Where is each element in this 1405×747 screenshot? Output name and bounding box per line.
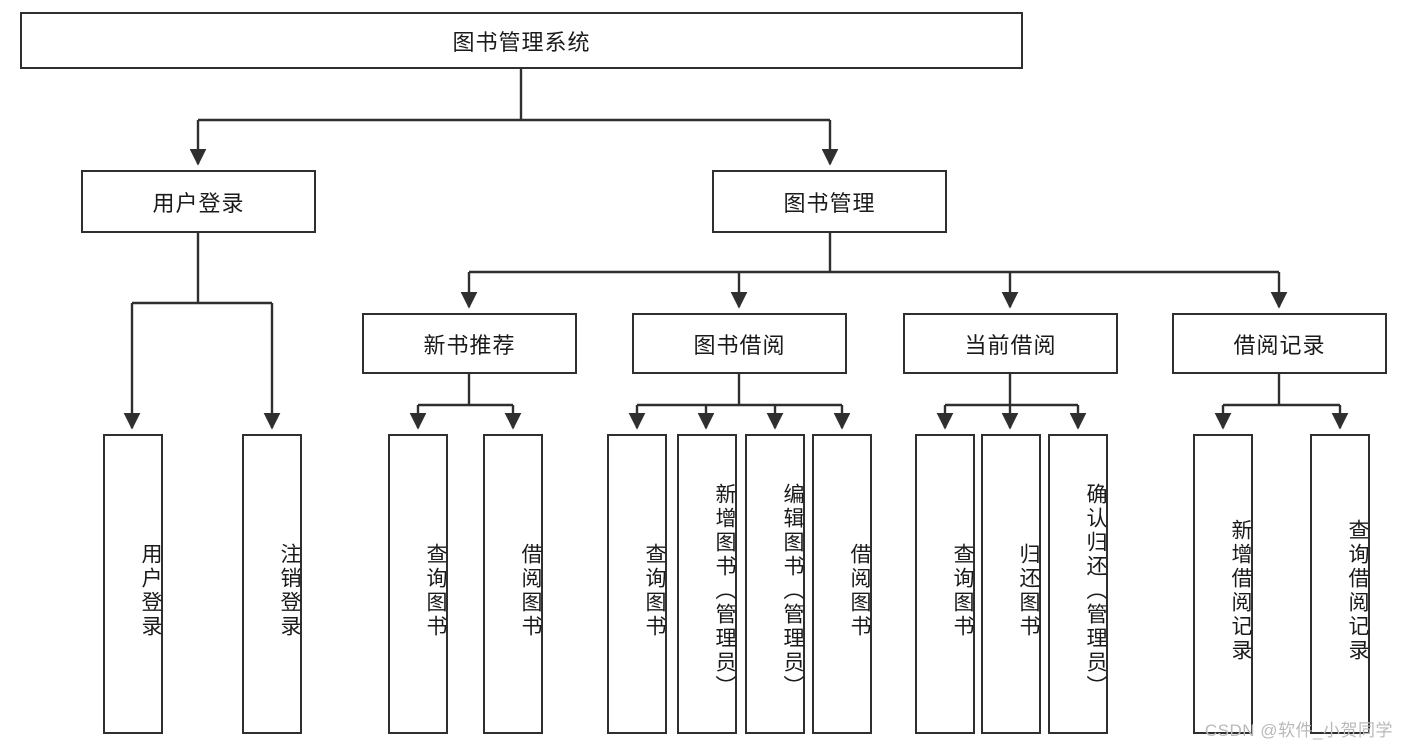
watermark-csdn: CSDN @软件_小贺同学 — [1204, 721, 1393, 740]
leaf-book-borrow-edit-book-admin[interactable]: 编辑图书（管理员） — [745, 434, 805, 734]
node-book-borrow[interactable]: 图书借阅 — [632, 313, 847, 374]
node-label: 编辑图书（管理员） — [781, 483, 804, 699]
node-label: 新增图书（管理员） — [713, 483, 736, 699]
leaf-borrow-record-query-record[interactable]: 查询借阅记录 — [1310, 434, 1370, 734]
node-current-borrow[interactable]: 当前借阅 — [903, 313, 1118, 374]
node-label: 图书借阅 — [693, 332, 786, 358]
leaf-book-borrow-add-book-admin[interactable]: 新增图书（管理员） — [677, 434, 737, 734]
leaf-current-borrow-query-books[interactable]: 查询图书 — [915, 434, 975, 734]
node-label: 新增借阅记录 — [1229, 519, 1252, 663]
node-label: 查询图书 — [424, 543, 447, 639]
node-label: 归还图书 — [1017, 543, 1040, 639]
node-label: 查询借阅记录 — [1346, 519, 1369, 663]
leaf-new-book-borrow-books[interactable]: 借阅图书 — [483, 434, 543, 734]
node-label: 借阅图书 — [848, 543, 871, 639]
node-book-management[interactable]: 图书管理 — [712, 170, 947, 233]
node-label: 注销登录 — [278, 543, 301, 639]
node-label: 用户登录 — [139, 543, 162, 639]
node-label: 借阅记录 — [1233, 332, 1326, 358]
leaf-book-borrow-borrow-books[interactable]: 借阅图书 — [812, 434, 872, 734]
node-label: 借阅图书 — [519, 543, 542, 639]
node-label: 图书管理 — [783, 190, 876, 216]
node-label: 确认归还（管理员） — [1084, 483, 1107, 699]
node-label: 当前借阅 — [964, 332, 1057, 358]
leaf-book-borrow-query-books[interactable]: 查询图书 — [607, 434, 667, 734]
leaf-user-login-logout[interactable]: 注销登录 — [242, 434, 302, 734]
leaf-new-book-query-books[interactable]: 查询图书 — [388, 434, 448, 734]
leaf-current-borrow-return-books[interactable]: 归还图书 — [981, 434, 1041, 734]
node-root-book-management-system[interactable]: 图书管理系统 — [20, 12, 1023, 69]
node-label: 图书管理系统 — [452, 29, 591, 55]
node-label: 新书推荐 — [423, 332, 516, 358]
node-label: 查询图书 — [643, 543, 666, 639]
node-label: 查询图书 — [951, 543, 974, 639]
node-user-login[interactable]: 用户登录 — [81, 170, 316, 233]
node-borrow-record[interactable]: 借阅记录 — [1172, 313, 1387, 374]
leaf-current-borrow-confirm-return-admin[interactable]: 确认归还（管理员） — [1048, 434, 1108, 734]
node-new-book-recommend[interactable]: 新书推荐 — [362, 313, 577, 374]
leaf-borrow-record-add-record[interactable]: 新增借阅记录 — [1193, 434, 1253, 734]
node-label: 用户登录 — [152, 190, 245, 216]
leaf-user-login-login[interactable]: 用户登录 — [103, 434, 163, 734]
